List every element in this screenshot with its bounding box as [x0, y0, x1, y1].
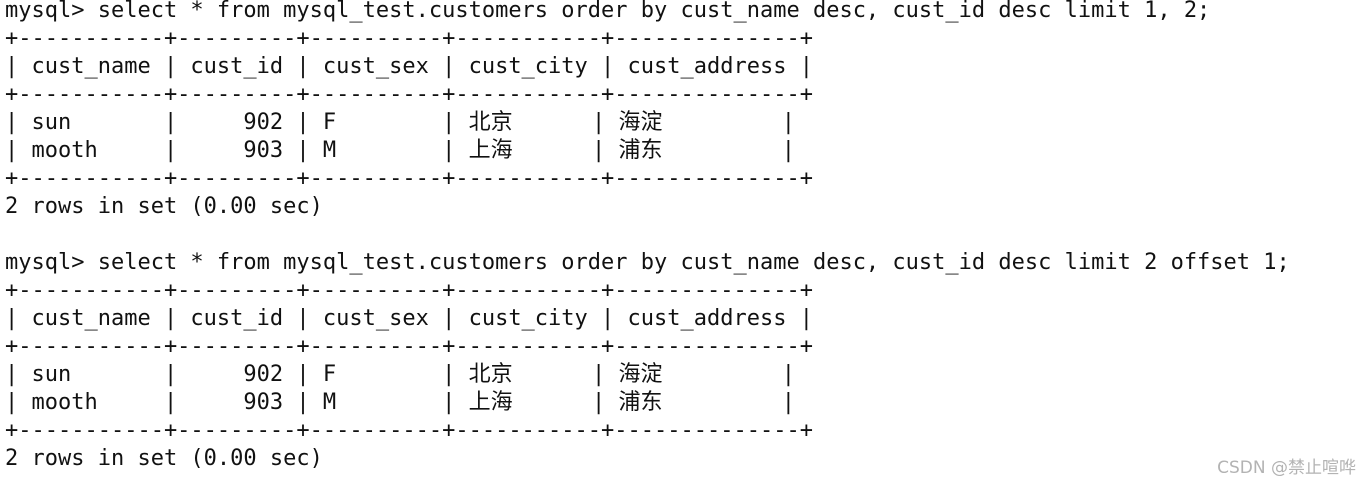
table-row: | sun | 902 | F | 北京 | 海淀 | — [5, 362, 795, 387]
sql-prompt-line: mysql> select * from mysql_test.customer… — [5, 0, 1211, 23]
terminal-output: mysql> select * from mysql_test.customer… — [5, 0, 1365, 473]
sql-prompt-line: mysql> select * from mysql_test.customer… — [5, 250, 1290, 275]
result-summary: 2 rows in set (0.00 sec) — [5, 194, 323, 219]
table-border-mid: +-----------+---------+----------+------… — [5, 334, 813, 359]
table-header-row: | cust_name | cust_id | cust_sex | cust_… — [5, 306, 813, 331]
table-border-mid: +-----------+---------+----------+------… — [5, 82, 813, 107]
table-border-top: +-----------+---------+----------+------… — [5, 26, 813, 51]
table-row: | mooth | 903 | M | 上海 | 浦东 | — [5, 390, 795, 415]
csdn-watermark: CSDN @禁止喧哗 — [1217, 458, 1356, 478]
table-row: | sun | 902 | F | 北京 | 海淀 | — [5, 110, 795, 135]
table-border-top: +-----------+---------+----------+------… — [5, 278, 813, 303]
blank-line — [5, 221, 1365, 249]
table-border-bottom: +-----------+---------+----------+------… — [5, 418, 813, 443]
table-row: | mooth | 903 | M | 上海 | 浦东 | — [5, 138, 795, 163]
result-summary: 2 rows in set (0.00 sec) — [5, 446, 323, 471]
table-header-row: | cust_name | cust_id | cust_sex | cust_… — [5, 54, 813, 79]
table-border-bottom: +-----------+---------+----------+------… — [5, 166, 813, 191]
